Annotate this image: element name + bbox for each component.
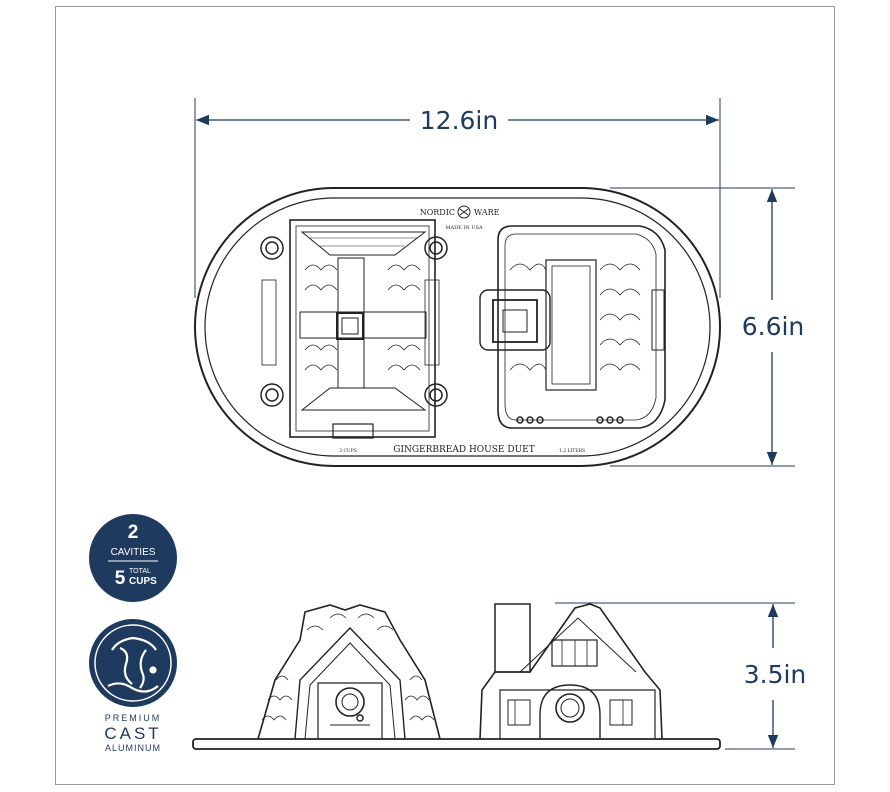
right-capacity-label: 1.2 LITERS <box>559 448 585 454</box>
depth-dimension: 6.6in <box>610 187 805 467</box>
total-label: TOTAL <box>129 568 151 575</box>
cups-label: CUPS <box>129 576 157 587</box>
cavities-label: CAVITIES <box>111 547 156 558</box>
cavities-count: 2 <box>128 522 139 543</box>
material-premium-label: PREMIUM <box>105 713 162 723</box>
pan-side-view <box>192 603 721 750</box>
material-aluminum-label: ALUMINUM <box>105 743 161 753</box>
product-name-label: GINGERBREAD HOUSE DUET <box>393 445 534 455</box>
brand-logo-icon <box>457 205 471 219</box>
depth-label: 6.6in <box>742 312 805 341</box>
right-house-side <box>479 603 663 740</box>
brand-nordic: NORDIC <box>420 208 455 217</box>
capacity-badge: 2 CAVITIES 5 TOTAL CUPS <box>89 514 177 602</box>
total-count: 5 <box>115 568 126 589</box>
pan-markings: NORDIC WARE MADE IN USA GINGERBREAD HOUS… <box>339 205 585 455</box>
width-dimension: 12.6in <box>194 98 721 298</box>
left-house-side <box>257 604 441 740</box>
left-cavity <box>260 219 448 439</box>
right-cavity <box>479 225 666 429</box>
diagram-frame <box>55 6 835 785</box>
width-label: 12.6in <box>420 106 498 135</box>
brand-ware: WARE <box>474 208 500 217</box>
height-dimension: 3.5in <box>555 602 807 750</box>
molten-metal-icon <box>107 636 159 693</box>
material-cast-label: CAST <box>104 724 161 743</box>
material-badge: PREMIUM CAST ALUMINUM <box>89 619 177 753</box>
pan-top-view <box>194 187 721 467</box>
made-in-label: MADE IN USA <box>445 225 483 231</box>
left-capacity-label: 3 CUPS <box>339 448 357 454</box>
height-label: 3.5in <box>744 660 807 689</box>
